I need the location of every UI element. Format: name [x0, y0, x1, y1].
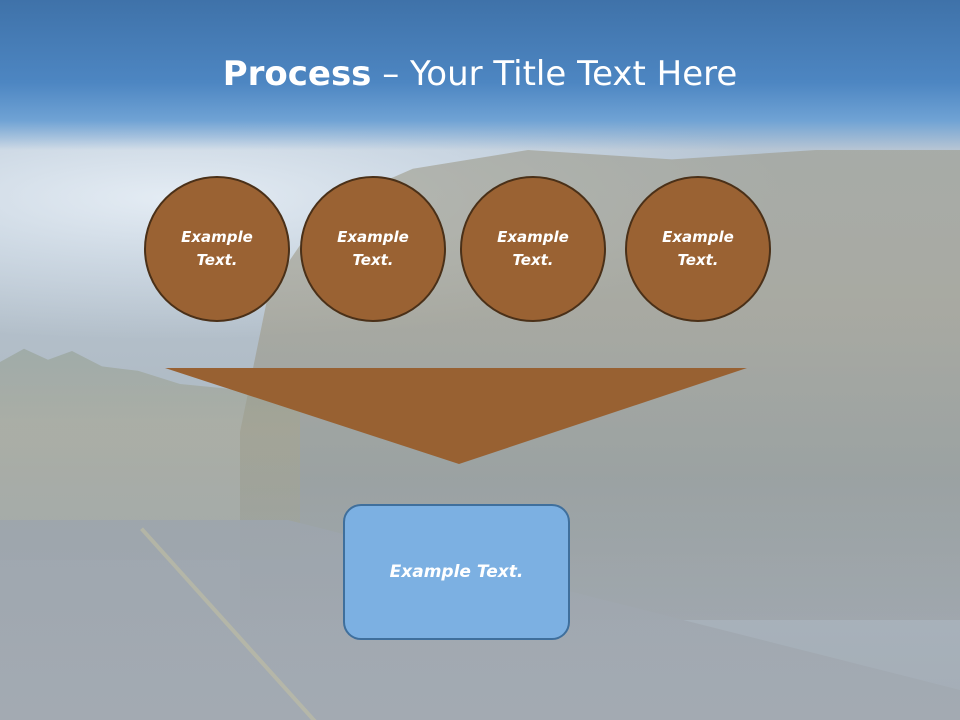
process-circle-1: Example Text. — [144, 176, 290, 322]
process-circle-3: Example Text. — [460, 176, 606, 322]
result-box: Example Text. — [343, 504, 570, 640]
circle-4-line2: Text. — [677, 251, 719, 269]
circle-1-text: Example Text. — [172, 226, 262, 272]
funnel-arrow-icon — [165, 368, 747, 464]
result-text: Example Text. — [389, 562, 524, 582]
funnel-arrow-shape — [165, 368, 747, 464]
circle-4-line1: Example — [662, 228, 734, 246]
circle-1-line1: Example — [181, 228, 253, 246]
circle-1-line2: Text. — [196, 251, 238, 269]
circle-3-line2: Text. — [512, 251, 554, 269]
circle-2-line1: Example — [337, 228, 409, 246]
process-circle-4: Example Text. — [625, 176, 771, 322]
circle-2-text: Example Text. — [328, 226, 418, 272]
circle-3-text: Example Text. — [488, 226, 578, 272]
circle-3-line1: Example — [497, 228, 569, 246]
slide-title: Process – Your Title Text Here — [0, 52, 960, 96]
title-rest-part: – Your Title Text Here — [371, 54, 738, 94]
process-circle-2: Example Text. — [300, 176, 446, 322]
title-bold-part: Process — [222, 54, 372, 94]
circle-2-line2: Text. — [352, 251, 394, 269]
title-banner — [0, 0, 960, 150]
circle-4-text: Example Text. — [653, 226, 743, 272]
